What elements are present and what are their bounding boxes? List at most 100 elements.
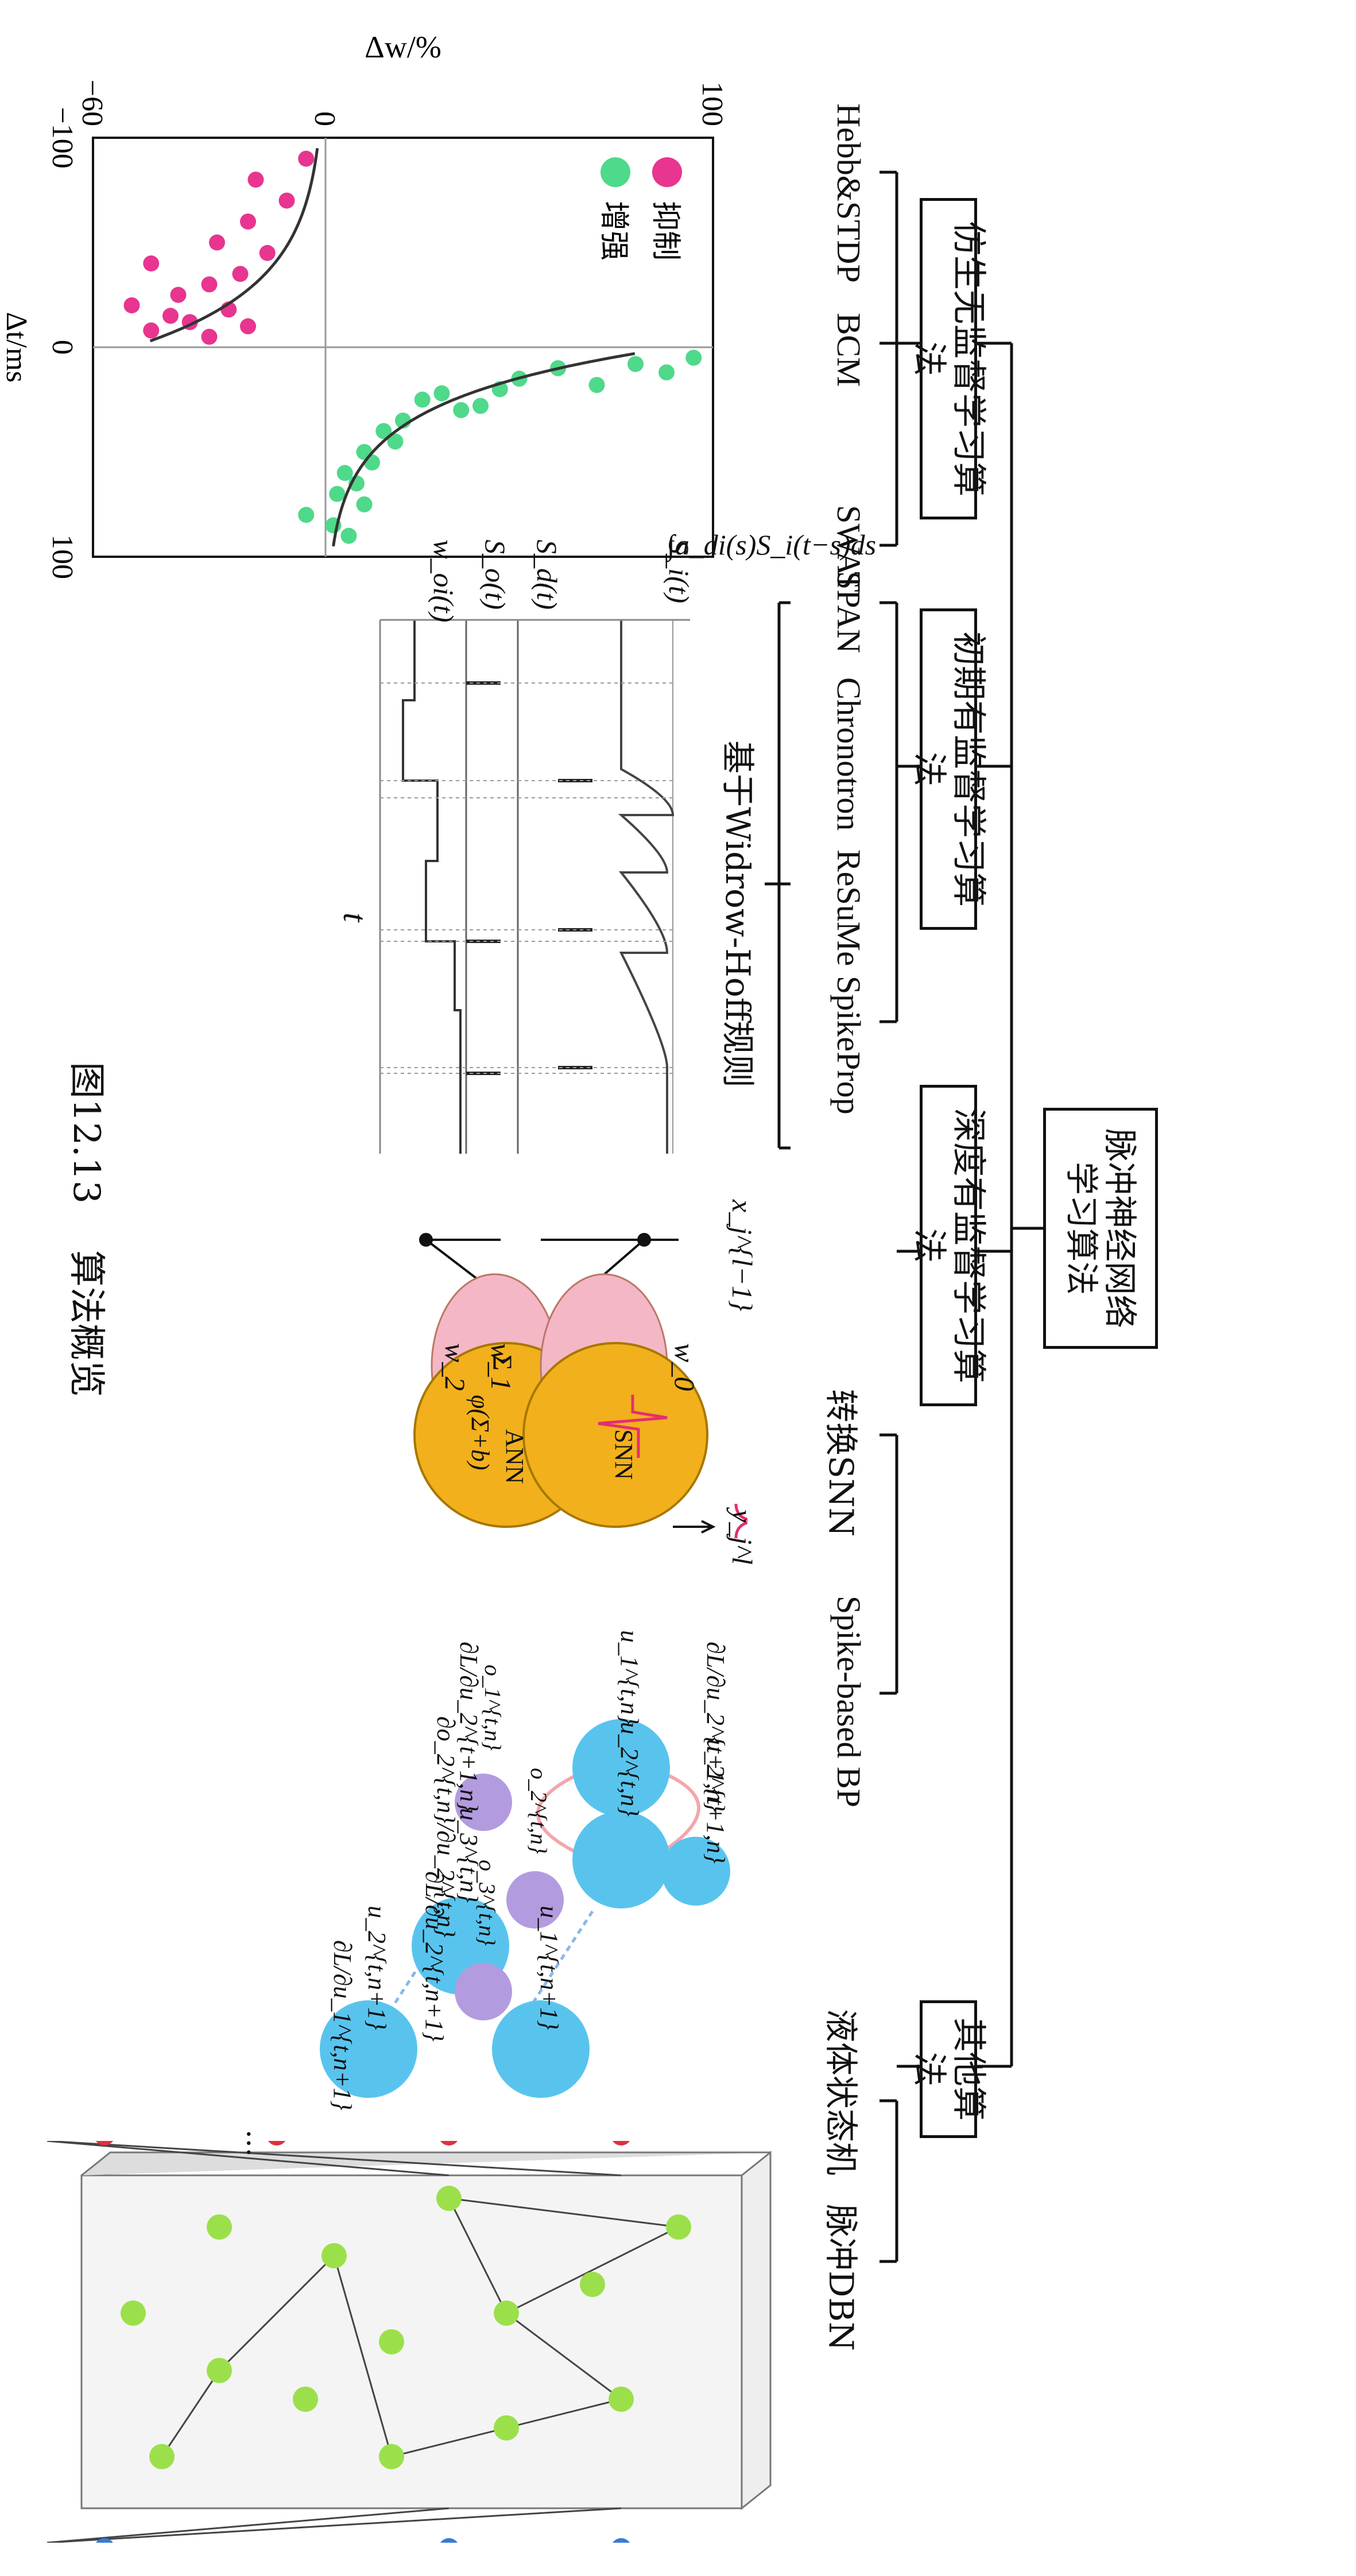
span-signal-woi: w_oi(t) <box>428 540 460 623</box>
stdp-point-depress <box>278 192 295 209</box>
stdp-point-potentiate <box>658 364 675 381</box>
span-signal-si: S_i(t) <box>663 540 695 604</box>
caption-text: 算法概览 <box>65 1250 107 1397</box>
stdp-point-potentiate <box>588 377 605 393</box>
bp-node-o1: o_1^{t,n} <box>480 1665 506 1751</box>
conv-sum-symbol: Σ <box>487 1355 517 1371</box>
algo-chronotron: Chronotron <box>830 677 867 831</box>
bp-grad-1: ∂L/∂u_2^{t+1,n} <box>702 1642 730 1812</box>
span-signal-so: S_o(t) <box>479 540 512 610</box>
stdp-point-potentiate <box>414 391 431 408</box>
lsm-ellipsis: ··· <box>232 2129 265 2157</box>
stdp-point-depress <box>209 234 225 251</box>
stdp-point-depress <box>240 318 256 335</box>
widrow-hoff-note: 基于Widrow-Hoff规则 <box>718 740 757 1088</box>
stdp-point-potentiate <box>433 385 450 402</box>
stdp-legend-label: 抑制 <box>649 201 681 261</box>
span-signal-sd: S_d(t) <box>531 540 563 610</box>
stdp-point-depress <box>232 266 249 282</box>
stdp-point-potentiate <box>375 423 392 439</box>
stdp-point-potentiate <box>356 496 373 513</box>
algo-bcm: BCM <box>830 313 867 387</box>
conv-snn-label: SNN <box>610 1429 638 1480</box>
span-t-axis-label: t <box>336 913 374 922</box>
stdp-xtick-max: 100 <box>46 534 79 579</box>
algo-conversion-snn: 转换SNN <box>822 1389 861 1537</box>
stdp-point-depress <box>162 308 179 324</box>
stdp-point-depress <box>170 286 187 303</box>
category-box-deep-supervised: 深度有监督学习算法 <box>909 1085 989 1406</box>
bp-grad-4: ∂L/∂u_2^{t,n+1} <box>420 1871 448 2042</box>
bp-node-u1: u_1^{t,n} <box>615 1630 644 1725</box>
bp-node-u2: u_2^{t,n} <box>615 1722 644 1817</box>
figure-caption: 图12.13 算法概览 <box>63 1062 116 1397</box>
category-box-other: 其他算法 <box>909 2000 989 2138</box>
stdp-point-depress <box>201 276 218 293</box>
stdp-ytick-zero: 0 <box>308 111 341 126</box>
conv-weight-w0: w_0 <box>669 1343 701 1391</box>
bp-node-o2: o_2^{t,n} <box>526 1768 552 1854</box>
algo-hebb-stdp: Hebb&STDP <box>830 103 867 283</box>
stdp-point-depress <box>247 172 264 188</box>
stdp-point-potentiate <box>627 356 644 373</box>
spike-bp-panel <box>320 1719 730 2098</box>
stdp-point-potentiate <box>329 486 346 502</box>
conv-output-label: y_j^l <box>726 1510 758 1565</box>
stdp-point-potentiate <box>298 507 315 523</box>
stdp-x-axis-label: Δt/ms <box>1 312 33 382</box>
algo-resume: ReSuMe <box>830 849 867 966</box>
conv-ann-label: ANN <box>501 1429 529 1484</box>
category-label: 深度有监督学习算法 <box>909 1108 989 1383</box>
bp-node-o3: o_3^{t,n} <box>474 1860 500 1946</box>
stdp-point-depress <box>298 150 315 167</box>
stdp-fit-curve-potentiate <box>332 352 636 547</box>
bp-node-u1-next-n: u_1^{t,n+1} <box>535 1906 563 2030</box>
stdp-point-potentiate <box>340 527 357 544</box>
stdp-point-potentiate <box>364 454 380 471</box>
snn-node <box>522 1342 708 1528</box>
lsm-panel <box>47 2141 772 2543</box>
algo-spiking-dbn: 脉冲DBN <box>822 2204 861 2351</box>
algo-span: SPAN <box>830 571 867 653</box>
conv-input-label: x_j^{l−1} <box>726 1200 758 1312</box>
stdp-ytick-max: 100 <box>696 82 729 126</box>
algo-spike-based-bp: Spike-based BP <box>830 1596 867 1807</box>
algo-spikeprop: SpikeProp <box>830 976 867 1115</box>
stdp-point-depress <box>143 255 160 271</box>
stdp-fit-curve-depress <box>149 148 319 343</box>
stdp-point-potentiate <box>387 433 404 450</box>
conv-ann-function: φ(Σ+b) <box>466 1395 494 1471</box>
category-label: 仿生无监督学习算法 <box>909 221 989 496</box>
caption-number: 图12.13 <box>65 1062 107 1204</box>
stdp-point-depress <box>259 245 276 261</box>
stdp-point-depress <box>240 214 256 230</box>
span-integral-expr: ∫a_di(s)S_i(t−s)ds <box>667 529 877 561</box>
bp-grad-5: ∂L/∂u_1^{t,n+1} <box>328 1940 357 2111</box>
stdp-point-depress <box>143 322 160 339</box>
stdp-point-depress <box>123 297 140 313</box>
stdp-point-potentiate <box>453 402 470 418</box>
stdp-legend-swatch <box>652 157 682 187</box>
algo-lsm: 液体状态机 <box>822 2009 861 2176</box>
stdp-legend-swatch <box>600 157 630 187</box>
stdp-legend-label: 增强 <box>597 201 630 261</box>
stdp-y-axis-label: Δw/% <box>365 30 441 64</box>
conversion-panel <box>413 1233 747 1539</box>
stdp-point-depress <box>201 328 218 345</box>
category-box-early-supervised: 初期有监督学习算法 <box>909 608 989 930</box>
category-label: 初期有监督学习算法 <box>909 631 989 907</box>
category-label: 其他算法 <box>909 2018 989 2121</box>
stdp-xtick-min: −100 <box>46 107 79 168</box>
stdp-point-potentiate <box>336 465 353 481</box>
category-box-bio-unsupervised: 仿生无监督学习算法 <box>909 198 989 519</box>
stdp-xtick-zero: 0 <box>46 340 79 355</box>
span-timing-panel <box>379 619 690 1154</box>
conv-weight-w2: w_2 <box>439 1343 471 1391</box>
stdp-point-potentiate <box>685 350 702 366</box>
stdp-ytick-min: −60 <box>76 80 109 126</box>
stdp-point-potentiate <box>472 398 489 414</box>
